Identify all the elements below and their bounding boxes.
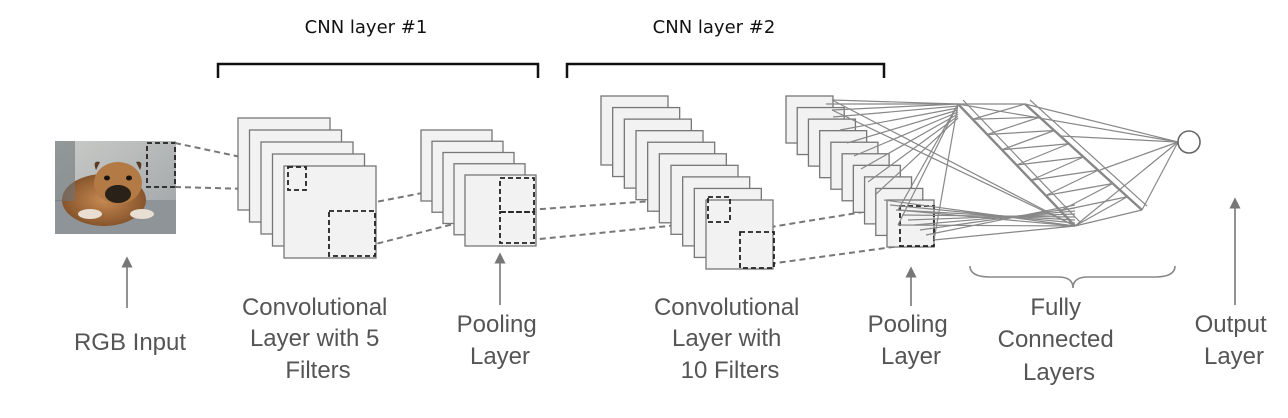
fc-input-edge	[867, 115, 959, 183]
fc-dense-edge	[1045, 182, 1113, 197]
label-conv1-line-3: Filters	[285, 357, 350, 384]
label-output-line-1: Output	[1195, 311, 1267, 338]
fc-dense-edge	[987, 129, 1055, 136]
fc-input-edge	[895, 209, 1076, 221]
receptive-field-boxes	[287, 166, 935, 269]
fc-dense-edge	[1016, 143, 1070, 166]
label-conv2-line-3: 10 Filters	[681, 357, 780, 384]
fc-input-edge	[831, 109, 1076, 227]
input-receptive-field	[146, 142, 176, 188]
fc-input-edge	[839, 107, 959, 131]
fc-input-edge	[897, 103, 959, 226]
fc-input-edge	[846, 109, 959, 144]
fc-dense-edge	[1074, 209, 1143, 227]
conv2-feature-maps	[600, 95, 774, 270]
fc-output-edge	[1141, 141, 1179, 211]
cnn-layer-2-bracket	[565, 62, 886, 78]
label-conv2-line-2: Layer with	[672, 325, 781, 352]
label-conv1: Convolutional Layer with 5 Filters	[242, 294, 394, 384]
fc-input-edge	[919, 207, 1076, 231]
label-output: Output Layer	[1195, 311, 1274, 370]
fc-input-edge	[913, 210, 1076, 226]
label-conv1-line-1: Convolutional	[242, 294, 387, 321]
fc-input-edge	[831, 99, 959, 105]
fc-dense-edge	[1060, 196, 1128, 212]
fc-input-edge	[860, 113, 959, 170]
fc-output-edge	[1059, 135, 1179, 143]
fc-layer-2-bar	[1029, 99, 1148, 207]
fc-input-edge	[889, 204, 1076, 224]
fc-dense-edge	[1074, 196, 1128, 227]
stage-title-cnn-layer-1: CNN layer #1	[305, 17, 428, 38]
label-fully-connected-line-1: Fully	[1030, 294, 1081, 321]
fc-output-edge	[1024, 103, 1179, 143]
fc-input-edge	[853, 111, 959, 157]
label-conv2: Convolutional Layer with 10 Filters	[654, 294, 806, 384]
label-conv1-line-2: Layer with 5	[250, 325, 379, 352]
fc-input-edge	[933, 103, 959, 241]
label-pool2-line-1: Pooling	[868, 311, 948, 338]
pool2-feature-maps	[785, 95, 935, 248]
fc-dense-edge	[1001, 143, 1069, 151]
fc-input-edge	[883, 199, 1076, 227]
fc-input-edge	[925, 204, 1076, 236]
fc-input-edge	[907, 213, 1076, 221]
fc-input-edge	[897, 224, 1076, 227]
fc-input-edge	[832, 105, 959, 118]
cnn-layer-1-bracket	[216, 62, 540, 78]
fc-output-edge	[1074, 141, 1179, 227]
label-output-line-2: Layer	[1204, 343, 1264, 370]
fully-connected-network	[826, 99, 1179, 241]
fc-output-edge	[957, 103, 1179, 143]
fc-input-edge	[901, 214, 1076, 218]
label-pool1-line-1: Pooling	[457, 311, 537, 338]
fc-dense-edge	[1001, 129, 1055, 151]
fc-input-edge	[897, 209, 1076, 227]
fc-dense-edge	[987, 116, 1040, 136]
fc-input-edge	[897, 103, 959, 211]
pool1-feature-maps	[420, 129, 537, 247]
label-pool2: Pooling Layer	[868, 311, 955, 370]
label-arrows	[121, 197, 1241, 308]
output-node	[1177, 130, 1201, 154]
label-fully-connected-line-2: Connected	[998, 326, 1114, 353]
fc-dense-edge	[1060, 182, 1114, 212]
conv1-feature-maps	[237, 117, 377, 259]
fc-input-edge	[831, 103, 959, 111]
fc-dense-edge	[1030, 156, 1084, 181]
fully-connected-brace	[969, 265, 1176, 289]
label-fully-connected: Fully Connected Layers	[998, 294, 1121, 386]
fc-input-edge	[831, 99, 1076, 227]
label-conv2-line-1: Convolutional	[654, 294, 799, 321]
label-fully-connected-line-3: Layers	[1023, 359, 1095, 386]
fc-dense-edge	[972, 116, 1040, 120]
fc-input-edge	[933, 225, 1076, 241]
label-pool2-line-2: Layer	[881, 343, 941, 370]
fc-dense-edge	[1031, 169, 1099, 181]
conv1-feature-map-5	[283, 165, 377, 259]
fc-layer-1-bar	[962, 99, 1081, 223]
label-pool1-line-2: Layer	[470, 343, 530, 370]
fc-output-edge	[1099, 141, 1179, 171]
fc-input-edge	[874, 117, 959, 196]
stage-title-cnn-layer-2: CNN layer #2	[653, 17, 776, 38]
label-pool1: Pooling Layer	[457, 311, 544, 370]
label-rgb-input: RGB Input	[74, 329, 186, 356]
fc-dense-edge	[1045, 169, 1099, 197]
fc-dense-edge	[1016, 156, 1084, 166]
